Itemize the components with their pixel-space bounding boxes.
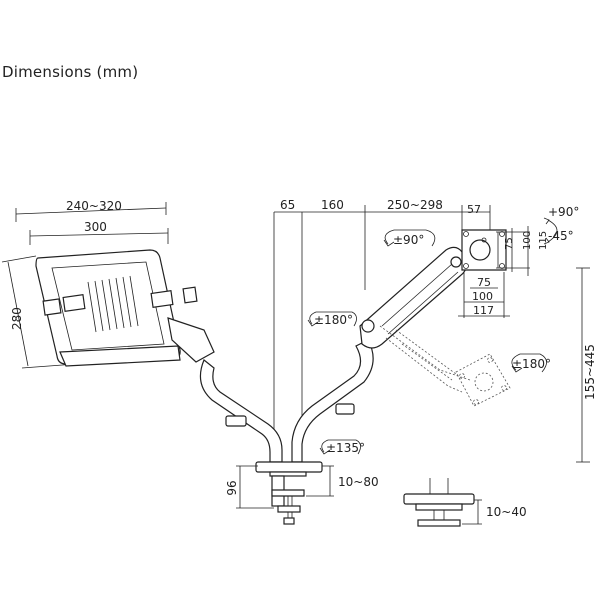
tilt-up-label: +90° — [548, 205, 579, 219]
dim-vesa-75-v: 75 — [504, 237, 515, 250]
tilt-arc-icon — [543, 217, 558, 245]
dim-vesa-115-v: 115 — [538, 231, 549, 250]
top-dimension-lines — [274, 205, 491, 290]
height-dimension — [576, 267, 590, 463]
laptop-tray — [1, 202, 215, 369]
rotate-90-label: ±90° — [393, 233, 424, 247]
swivel-arrow-icon-right — [511, 353, 547, 373]
grommet-mount — [403, 478, 482, 527]
base-rotate-arrow-icon — [319, 439, 361, 455]
dim-65: 65 — [280, 198, 295, 212]
monitor-plate-alt — [455, 353, 511, 407]
dim-96: 96 — [225, 480, 239, 495]
dim-300: 300 — [84, 220, 107, 234]
gas-spring-arm — [359, 246, 467, 349]
dim-vesa-75-h: 75 — [477, 276, 491, 289]
arm-alt-position — [379, 325, 471, 393]
base-swivel-label: ±135° — [326, 441, 365, 455]
dim-240-320: 240~320 — [66, 199, 122, 213]
dim-57: 57 — [467, 203, 481, 216]
swivel-arrow-icon-left — [307, 311, 357, 327]
swivel-left-label: ±180° — [314, 313, 353, 327]
dim-250-298: 250~298 — [387, 198, 443, 212]
vesa-head — [458, 226, 530, 318]
dim-160: 160 — [321, 198, 344, 212]
dim-280: 280 — [10, 307, 24, 330]
dim-155-445: 155~445 — [583, 344, 597, 400]
dim-10-40: 10~40 — [486, 505, 527, 519]
dim-vesa-100-h: 100 — [472, 290, 493, 303]
swivel-right-label: ±180° — [512, 357, 551, 371]
dim-vesa-100-v: 100 — [522, 231, 533, 250]
dim-10-80: 10~80 — [338, 475, 379, 489]
dim-vesa-117-h: 117 — [473, 304, 494, 317]
page-title: Dimensions (mm) — [2, 63, 139, 81]
tilt-down-label: -45° — [548, 229, 574, 243]
rotate-arrow-icon — [383, 229, 436, 247]
desk-clamp — [236, 461, 334, 525]
